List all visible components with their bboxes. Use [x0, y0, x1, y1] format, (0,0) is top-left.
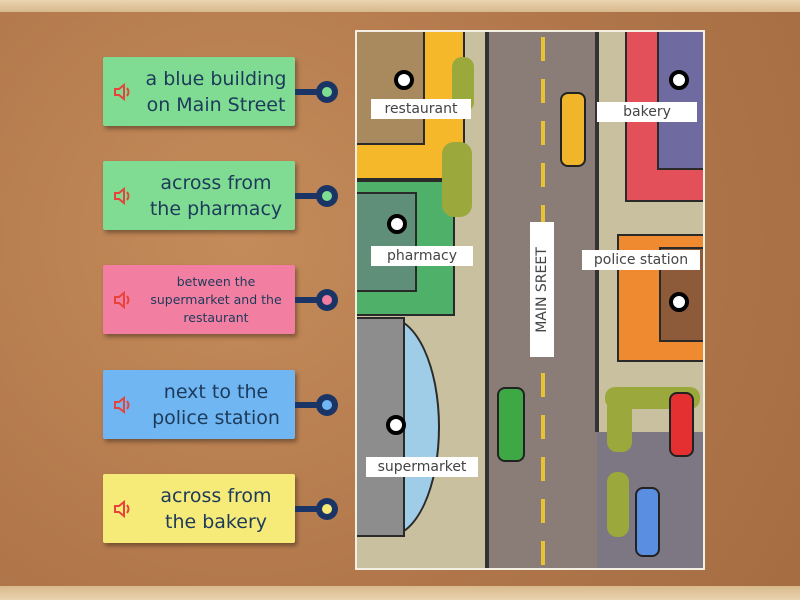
connector-line — [295, 402, 319, 408]
answer-card-text: next to the police station — [152, 380, 280, 429]
connector-knob-center — [322, 191, 332, 201]
connector-knob[interactable] — [316, 498, 338, 520]
speaker-icon[interactable] — [103, 498, 143, 520]
lane-marking — [541, 163, 545, 187]
label-main-street: MAIN SREET — [530, 222, 554, 357]
yellow-car — [560, 92, 586, 167]
board-frame-top — [0, 0, 800, 12]
road-edge-left — [485, 32, 489, 568]
green-car — [497, 387, 525, 462]
bakery-roof — [657, 32, 703, 170]
lane-marking — [541, 541, 545, 565]
connector-knob[interactable] — [316, 289, 338, 311]
connector-knob-center — [322, 295, 332, 305]
lane-marking — [541, 457, 545, 481]
label-police-station: police station — [582, 250, 700, 270]
answer-card[interactable]: across from the bakery — [103, 474, 295, 543]
main-street-text: MAIN SREET — [534, 246, 551, 333]
answer-card[interactable]: between the supermarket and the restaura… — [103, 265, 295, 334]
answer-card[interactable]: across from the pharmacy — [103, 161, 295, 230]
restaurant-roof — [357, 32, 425, 145]
connector-knob[interactable] — [316, 394, 338, 416]
lane-marking — [541, 415, 545, 439]
drop-target-police-station[interactable] — [669, 292, 689, 312]
answer-card[interactable]: next to the police station — [103, 370, 295, 439]
drop-target-pharmacy[interactable] — [387, 214, 407, 234]
connector-knob[interactable] — [316, 185, 338, 207]
pharmacy-roof — [357, 192, 417, 292]
connector-knob-center — [322, 400, 332, 410]
street-map: restaurant bakery pharmacy police statio… — [355, 30, 705, 570]
speaker-icon[interactable] — [103, 81, 143, 103]
connector-line — [295, 89, 319, 95]
answer-card-text: across from the pharmacy — [149, 171, 283, 220]
connector-knob[interactable] — [316, 81, 338, 103]
lane-marking — [541, 79, 545, 103]
label-restaurant: restaurant — [371, 99, 471, 119]
connector-knob-center — [322, 87, 332, 97]
speaker-icon[interactable] — [103, 289, 143, 311]
drop-target-supermarket[interactable] — [386, 415, 406, 435]
label-bakery: bakery — [597, 102, 697, 122]
red-car — [669, 392, 694, 457]
board-frame-bottom — [0, 586, 800, 600]
tree — [442, 142, 472, 217]
lane-marking — [541, 205, 545, 229]
answer-card-text: across from the bakery — [160, 484, 272, 533]
speaker-icon[interactable] — [103, 394, 143, 416]
answer-card-text: a blue building on Main Street — [145, 67, 287, 116]
road-edge-right — [595, 32, 599, 432]
label-supermarket: supermarket — [366, 457, 478, 477]
tree — [607, 472, 629, 537]
lane-marking — [541, 121, 545, 145]
tree — [607, 392, 632, 452]
drop-target-restaurant[interactable] — [394, 70, 414, 90]
drop-target-bakery[interactable] — [669, 70, 689, 90]
connector-line — [295, 297, 319, 303]
connector-knob-center — [322, 504, 332, 514]
lane-marking — [541, 37, 545, 61]
tree — [452, 57, 474, 112]
lane-marking — [541, 373, 545, 397]
answer-card-text: between the supermarket and the restaura… — [150, 273, 282, 325]
blue-car — [635, 487, 660, 557]
answer-card[interactable]: a blue building on Main Street — [103, 57, 295, 126]
connector-line — [295, 193, 319, 199]
lane-marking — [541, 499, 545, 523]
speaker-icon[interactable] — [103, 185, 143, 207]
connector-line — [295, 506, 319, 512]
label-pharmacy: pharmacy — [371, 246, 473, 266]
